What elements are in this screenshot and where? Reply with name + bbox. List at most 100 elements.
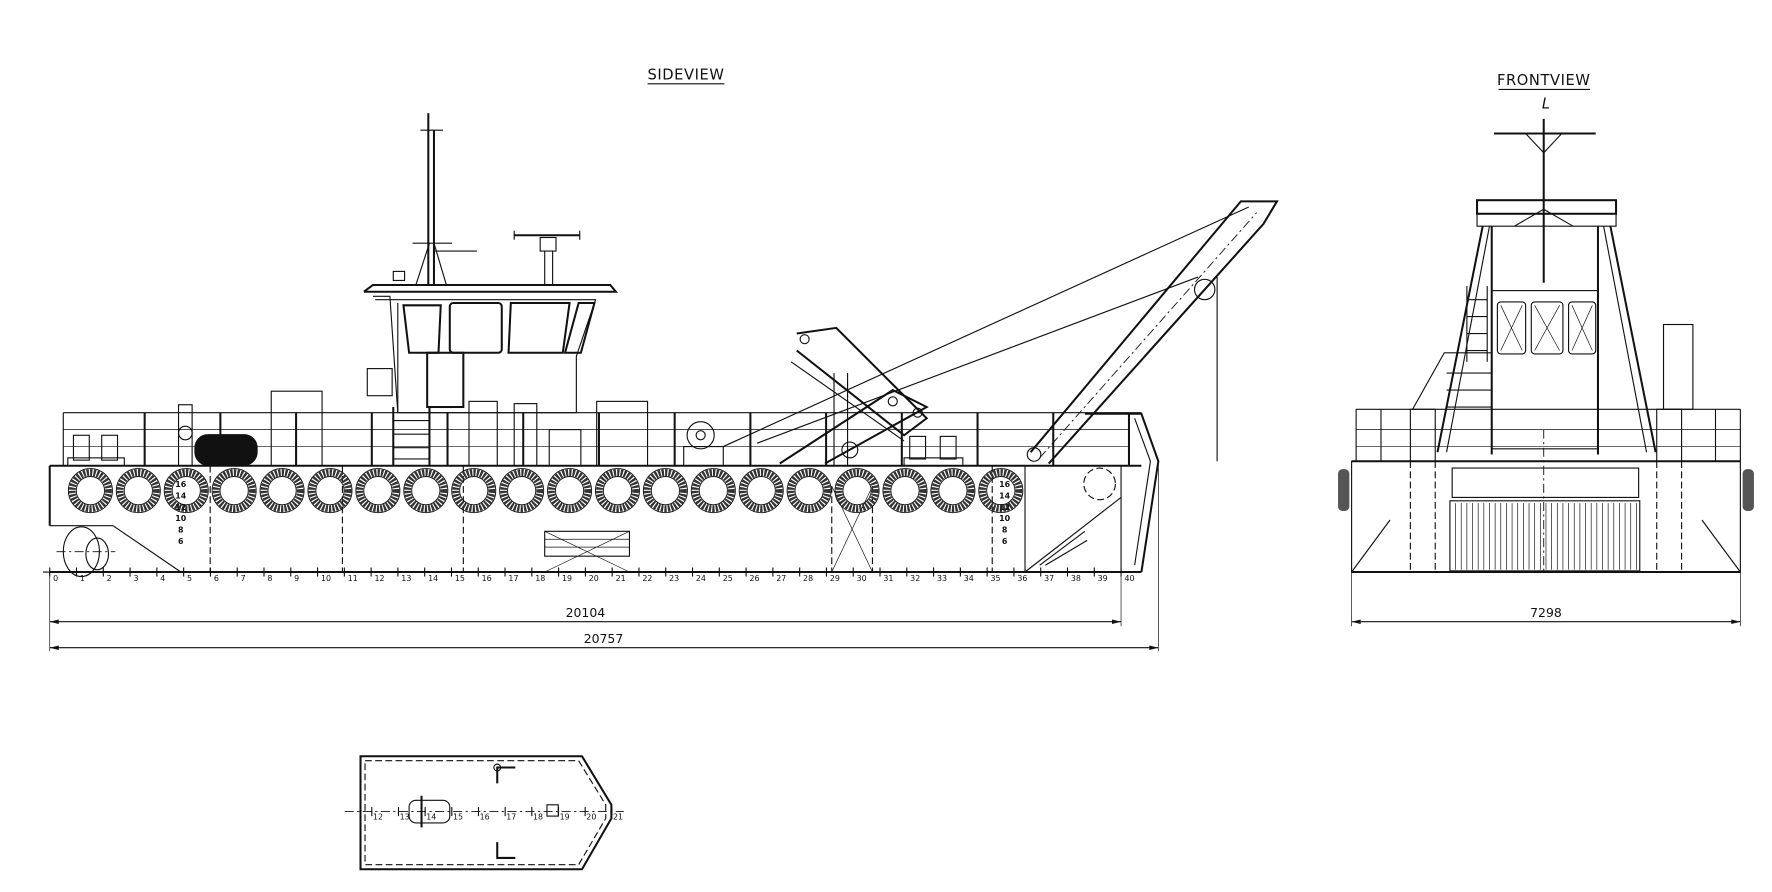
plan-frame-number: 12 [373,812,383,821]
front-windows [1496,301,1597,355]
frame-number: 14 [428,574,438,583]
plan-wheelhouse [408,799,451,824]
draft-mark: 8 [1002,525,1008,534]
window [448,302,503,354]
frame-number: 33 [937,574,947,583]
frame-number: 32 [910,574,920,583]
dimension-breadth: 7298 [1351,572,1741,627]
frame-number: 4 [160,574,165,583]
frame-number: 39 [1098,574,1108,583]
window [402,304,442,354]
frame-number: 28 [803,574,813,583]
fuel-tank [194,434,258,466]
side-view: SIDEVIEW [42,66,1279,652]
front-mast [1493,118,1596,283]
frame-number: 22 [642,574,652,583]
plan-frame-number: 13 [400,812,410,821]
tire-fender [930,468,976,514]
plan-frame-number: 18 [533,812,543,821]
door [426,351,465,409]
frame-number: 16 [482,574,492,583]
front-hull [1338,429,1754,574]
dim-value: 20757 [584,631,624,646]
dim-value: 7298 [1530,605,1562,620]
crane-boom [723,200,1279,465]
frame-number: 1 [80,574,85,583]
plan-frame-number: 21 [613,812,623,821]
plan-frame-number: 19 [560,812,570,821]
frame-number: 24 [696,574,706,583]
side-view-title: SIDEVIEW [647,66,724,83]
side-fender [1742,469,1754,511]
tire-fender [786,468,832,514]
centerline-symbol: L [1542,96,1550,113]
plan-crane-base [546,804,559,817]
frame-number: 13 [401,574,411,583]
frame-number: 38 [1071,574,1081,583]
plan-frame-number: 17 [506,812,516,821]
tire-fenders [67,468,1024,514]
tire-fender [211,468,257,514]
frame-number: 6 [214,574,219,583]
draft-mark: 16 [999,480,1011,489]
plan-frame-number: 20 [586,812,596,821]
a-frame [1436,225,1657,455]
tire-fender [738,468,784,514]
dredge-drum [1451,467,1640,498]
draft-mark: 16 [175,480,187,489]
front-view: FRONTVIEW L [1338,72,1754,627]
tire-fender [499,468,545,514]
tire-fender [451,468,497,514]
exhaust-stack [1662,323,1694,410]
frame-number: 7 [241,574,246,583]
radar-antenna [513,230,581,285]
tire-fender [403,468,449,514]
tire-fender [690,468,736,514]
draft-mark: 12 [175,503,186,512]
plan-frame-number: 15 [453,812,463,821]
side-fender [1338,469,1350,511]
draft-mark: 14 [175,492,187,501]
tire-fender [547,468,593,514]
frame-number: 9 [294,574,299,583]
window [563,302,596,354]
tire-fender [594,468,640,514]
frame-number: 26 [749,574,759,583]
draft-mark: 6 [1002,537,1008,546]
excavator-arm [779,326,929,466]
plan-frame-number: 16 [480,812,490,821]
wheelhouse-roof [1476,199,1618,215]
dimension-overall-length: 20757 [49,463,1159,652]
frame-number: 10 [321,574,331,583]
front-railing [1355,408,1741,462]
frame-number: 40 [1124,574,1134,583]
frame-number: 21 [616,574,626,583]
plan-view: 12 13 14 15 16 17 18 19 20 21 [344,755,624,871]
draft-mark: 8 [178,525,184,534]
plan-frame-number: 14 [426,812,436,821]
ladder [392,407,431,466]
draft-mark: 12 [999,503,1010,512]
frame-number: 37 [1044,574,1054,583]
dim-value: 20104 [566,605,606,620]
frame-number: 27 [776,574,786,583]
grate [1449,500,1641,572]
frame-number: 25 [723,574,733,583]
frame-number: 0 [53,574,58,583]
frame-number: 19 [562,574,572,583]
winch-drum [686,421,715,450]
tire-fender [115,468,161,514]
frame-number: 15 [455,574,465,583]
front-view-title: FRONTVIEW [1497,72,1590,89]
front-cabin [1491,290,1599,450]
tire-fender [978,468,1024,514]
frame-number: 36 [1017,574,1027,583]
frame-number: 2 [107,574,112,583]
tire-fender [67,468,113,514]
frame-number: 35 [991,574,1001,583]
mast [392,113,477,286]
